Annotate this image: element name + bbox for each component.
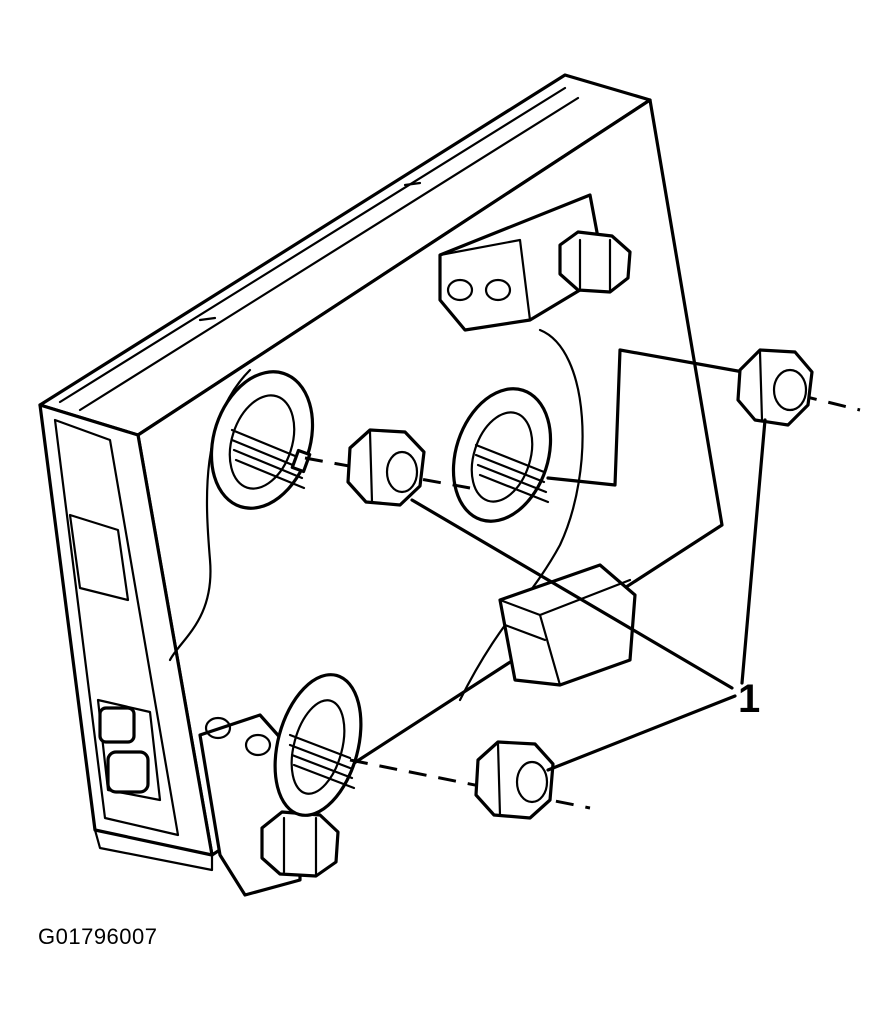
lower-bracket-bolt <box>260 810 340 878</box>
upper-mounting-bracket <box>438 193 607 332</box>
stud-boss-left <box>209 370 315 510</box>
stud-boss-lower <box>273 673 363 817</box>
stud-boss-center <box>451 387 553 523</box>
callout-number: 1 <box>738 677 760 721</box>
figure-id: G01796007 <box>38 924 158 949</box>
nut-upper-right <box>736 348 814 427</box>
upper-bracket-bolt <box>558 230 632 294</box>
nut-center <box>346 428 426 507</box>
electrical-connector <box>498 563 637 687</box>
nut-lower <box>474 740 555 820</box>
callout-leader-lines <box>410 418 767 772</box>
center-stud-leader-line <box>546 348 762 487</box>
